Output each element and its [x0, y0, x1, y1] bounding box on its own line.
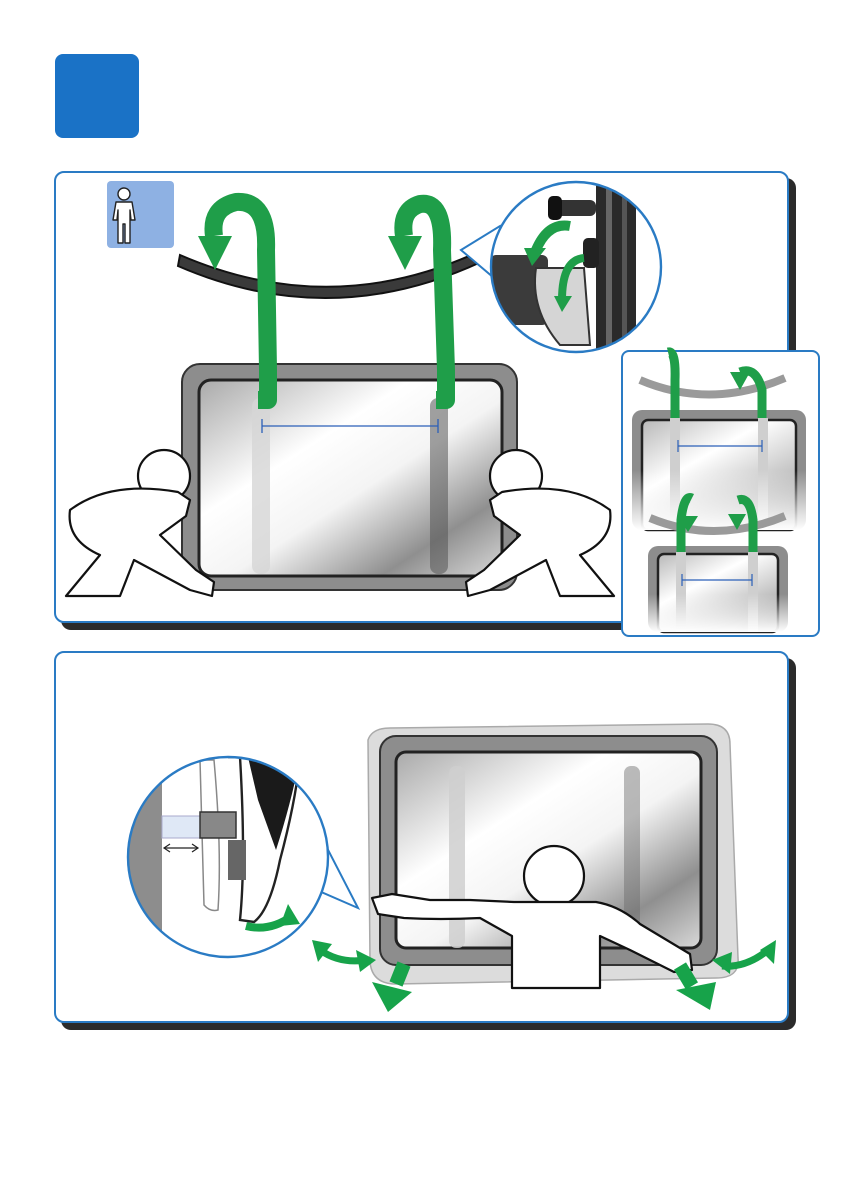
person-icon: [107, 181, 174, 248]
tv-frame: [182, 364, 517, 590]
spacer-detail-zoom: [128, 757, 358, 957]
bracket-detail-zoom: [461, 180, 665, 355]
variant-wide: [632, 352, 812, 530]
tilt-arrow-left: [312, 940, 376, 972]
